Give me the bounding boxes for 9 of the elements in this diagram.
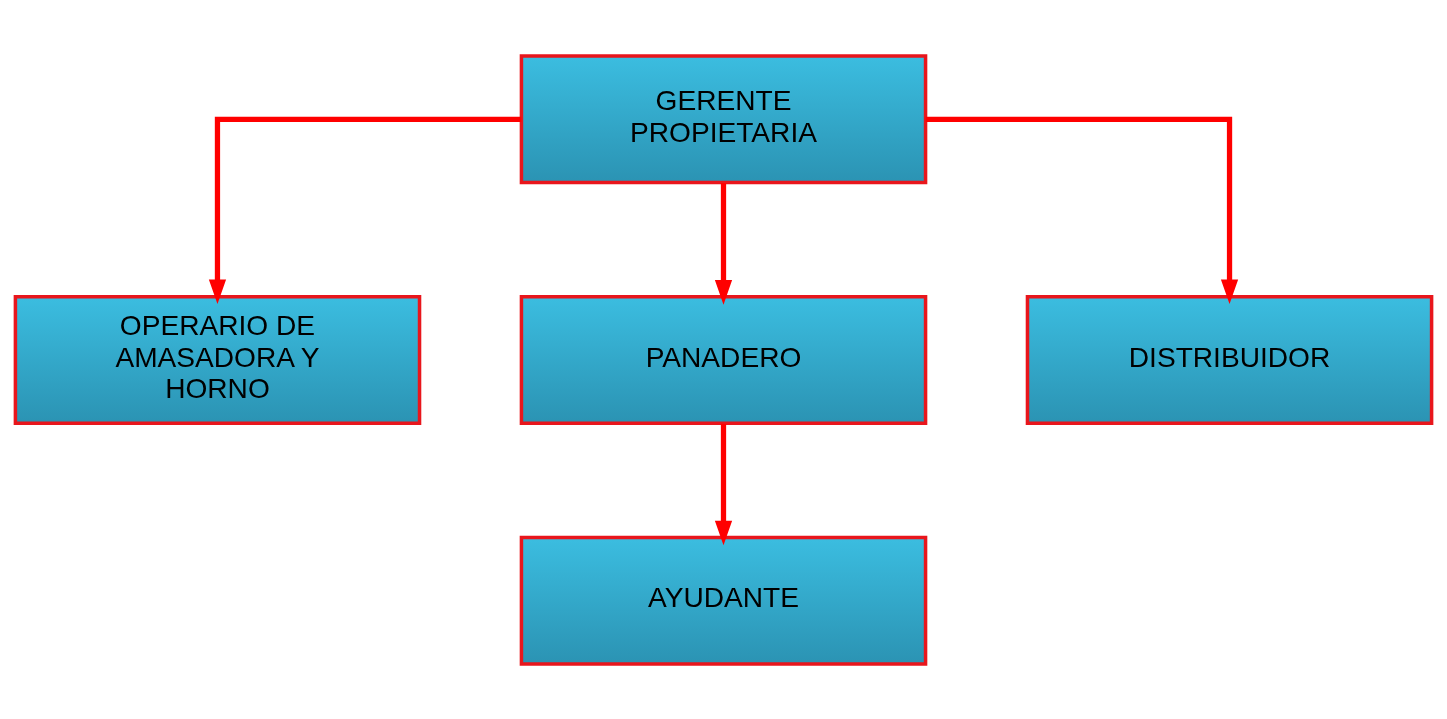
node-box: GERENTE PROPIETARIA [519,53,928,184]
arrow [208,116,522,304]
node-box: DISTRIBUIDOR [1025,294,1434,425]
node-box: PANADERO [519,294,928,425]
arrow [714,182,733,305]
arrow [714,423,733,545]
node-box: AYUDANTE [519,535,928,666]
arrow [925,116,1239,304]
node-box: OPERARIO DE AMASADORA Y HORNO [13,294,422,425]
